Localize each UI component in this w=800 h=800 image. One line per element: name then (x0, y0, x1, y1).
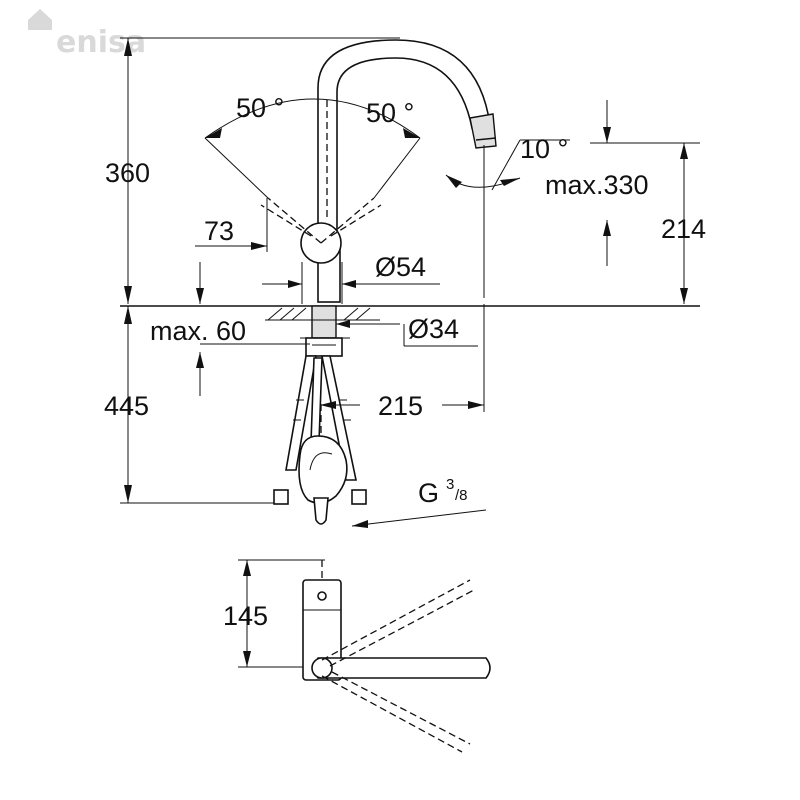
label-spout-height: 214 (661, 214, 706, 244)
base-diameter-dimension (196, 262, 440, 304)
label-hole-diameter: Ø34 (408, 314, 459, 344)
hole-diameter-dimension (336, 320, 478, 347)
height-dimension-line (120, 37, 400, 304)
supply-hoses (273, 355, 367, 525)
countertop-section (265, 305, 380, 357)
watermark-text: enisa (56, 25, 146, 60)
label-base-diameter: Ø54 (375, 252, 426, 282)
max-thickness-dimension (196, 343, 310, 396)
label-height-total: 360 (105, 158, 150, 188)
faucet-body (300, 39, 497, 303)
spout-angle-dimension (445, 139, 570, 298)
spout-reach-arrows (590, 100, 700, 266)
label-thread-denominator: /8 (455, 487, 468, 504)
label-thread-numerator: 3 (446, 476, 454, 493)
label-hose-length: 445 (104, 391, 149, 421)
lever-offset-dimension (195, 198, 268, 252)
hose-length-dimension-line (120, 306, 285, 504)
label-spout-reach: max.330 (545, 170, 649, 200)
spout-projection-dimension (320, 304, 485, 412)
label-spout-projection: 215 (378, 391, 423, 421)
label-angle-right: 50 ° (366, 98, 414, 128)
spout-height-dimension (680, 143, 688, 304)
label-top-view-depth: 145 (223, 601, 268, 631)
lever-swing-left (260, 197, 322, 244)
label-angle-left: 50 ° (236, 93, 284, 123)
label-thread-letter: G (418, 478, 439, 508)
label-spout-angle: 10 ° (520, 134, 568, 164)
angle-arcs (204, 92, 421, 199)
lever-swing-right (320, 197, 382, 244)
label-lever-offset: 73 (204, 216, 234, 246)
top-view (238, 559, 491, 753)
thread-size-dimension (351, 509, 487, 528)
label-max-thickness: max. 60 (150, 316, 246, 346)
